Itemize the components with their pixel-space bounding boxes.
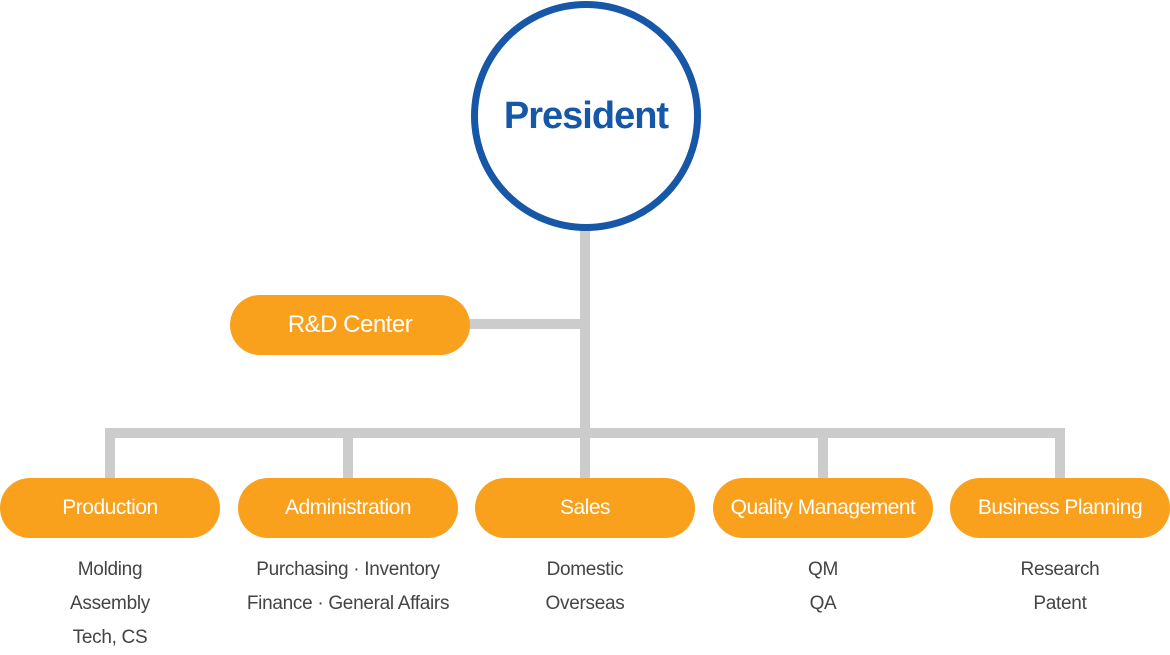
sub-item: Purchasing · Inventory [256, 559, 440, 580]
connector-administration [343, 428, 353, 480]
sub-item: QA [809, 593, 837, 614]
connector-quality-management [818, 428, 828, 480]
production-items: Molding Assembly Tech, CS [0, 553, 230, 655]
rd-center-node: R&D Center [230, 295, 470, 355]
connector-vertical-main [580, 222, 590, 478]
sub-item: Patent [1033, 593, 1087, 614]
sub-item: QM [807, 559, 838, 580]
administration-items: Purchasing · Inventory Finance · General… [228, 553, 468, 621]
dept-business-planning-node: Business Planning [950, 478, 1170, 538]
sub-item: Tech, CS [72, 627, 148, 648]
connector-rd-center [468, 319, 590, 329]
sub-item: Finance · General Affairs [246, 593, 450, 614]
dept-production-node: Production [0, 478, 220, 538]
sub-item: Research [1020, 559, 1100, 580]
sub-item: Assembly [70, 593, 150, 614]
connector-production [105, 428, 115, 480]
dept-administration-node: Administration [238, 478, 458, 538]
quality-management-items: QM QA [703, 553, 943, 621]
connector-horizontal-bus [105, 428, 1065, 438]
sub-item: Overseas [545, 593, 625, 614]
sub-item: Molding [77, 559, 143, 580]
sales-items: Domestic Overseas [465, 553, 705, 621]
president-node: President [471, 1, 701, 231]
connector-business-planning [1055, 428, 1065, 480]
dept-sales-node: Sales [475, 478, 695, 538]
business-planning-items: Research Patent [940, 553, 1170, 621]
dept-quality-management-node: Quality Management [713, 478, 933, 538]
president-label: President [503, 94, 669, 137]
sub-item: Domestic [546, 559, 624, 580]
